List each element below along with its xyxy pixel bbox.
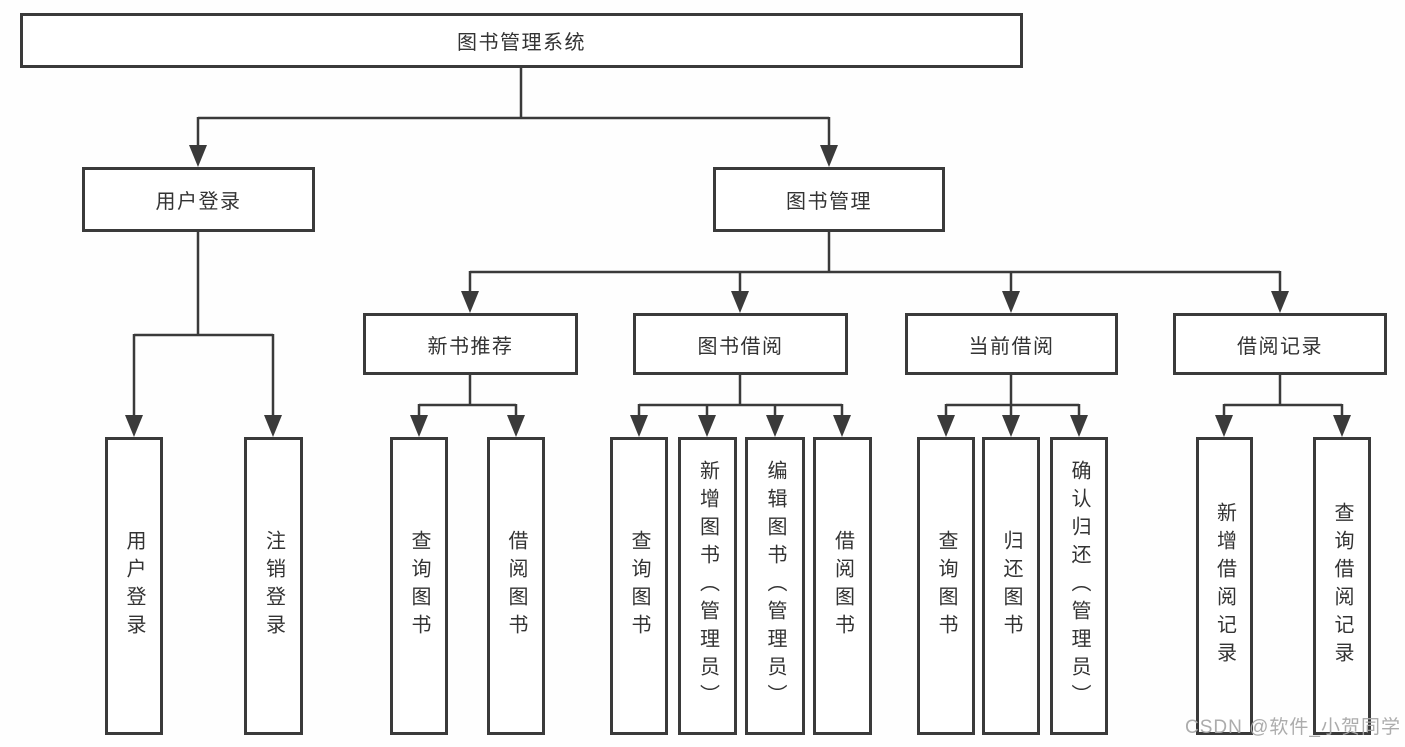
- node-label: 查询图书: [935, 530, 957, 642]
- node-label: 图书借阅: [697, 335, 784, 358]
- leaf-query-books-current: 查询图书: [917, 437, 975, 735]
- node-label: 归还图书: [1000, 530, 1022, 642]
- node-label: 借阅图书: [505, 530, 527, 642]
- leaf-logout: 注销登录: [244, 437, 303, 735]
- leaf-query-books-borrow: 查询图书: [610, 437, 668, 735]
- leaf-add-books-admin: 新增图书（管理员）: [678, 437, 737, 735]
- node-book-management: 图书管理: [713, 167, 945, 232]
- node-label: 编辑图书（管理员）: [764, 460, 786, 712]
- node-label: 新增借阅记录: [1213, 502, 1236, 670]
- node-label: 新书推荐: [427, 335, 514, 358]
- node-label: 确认归还（管理员）: [1068, 460, 1090, 712]
- leaf-confirm-return-admin: 确认归还（管理员）: [1050, 437, 1108, 735]
- leaf-add-borrow-record: 新增借阅记录: [1196, 437, 1253, 735]
- node-current-borrow: 当前借阅: [905, 313, 1118, 375]
- connector-lines: [132, 68, 1344, 417]
- leaf-return-books: 归还图书: [982, 437, 1040, 735]
- leaf-borrow-books-recommend: 借阅图书: [487, 437, 545, 735]
- node-user-login: 用户登录: [82, 167, 315, 232]
- node-book-borrow: 图书借阅: [633, 313, 848, 375]
- node-label: 图书管理系统: [457, 32, 586, 54]
- node-new-book-recommend: 新书推荐: [363, 313, 578, 375]
- node-label: 用户登录: [155, 191, 242, 213]
- arrowhead-icons: [125, 145, 1351, 437]
- leaf-query-books-recommend: 查询图书: [390, 437, 448, 735]
- leaf-edit-books-admin: 编辑图书（管理员）: [745, 437, 805, 735]
- node-label: 查询借阅记录: [1331, 502, 1353, 670]
- node-library-management-system: 图书管理系统: [20, 13, 1023, 68]
- node-label: 查询图书: [628, 530, 650, 642]
- node-label: 用户登录: [123, 530, 145, 642]
- node-label: 注销登录: [262, 530, 285, 642]
- csdn-watermark: CSDN @软件_小贺同学: [1185, 717, 1401, 738]
- node-label: 新增图书（管理员）: [696, 460, 719, 712]
- leaf-user-login: 用户登录: [105, 437, 163, 735]
- node-label: 图书管理: [786, 191, 872, 213]
- node-label: 查询图书: [408, 530, 430, 642]
- node-label: 当前借阅: [968, 335, 1055, 358]
- node-borrow-records: 借阅记录: [1173, 313, 1387, 375]
- node-label: 借阅图书: [831, 530, 854, 642]
- leaf-query-borrow-record: 查询借阅记录: [1313, 437, 1371, 735]
- leaf-borrow-books: 借阅图书: [813, 437, 872, 735]
- node-label: 借阅记录: [1237, 335, 1323, 358]
